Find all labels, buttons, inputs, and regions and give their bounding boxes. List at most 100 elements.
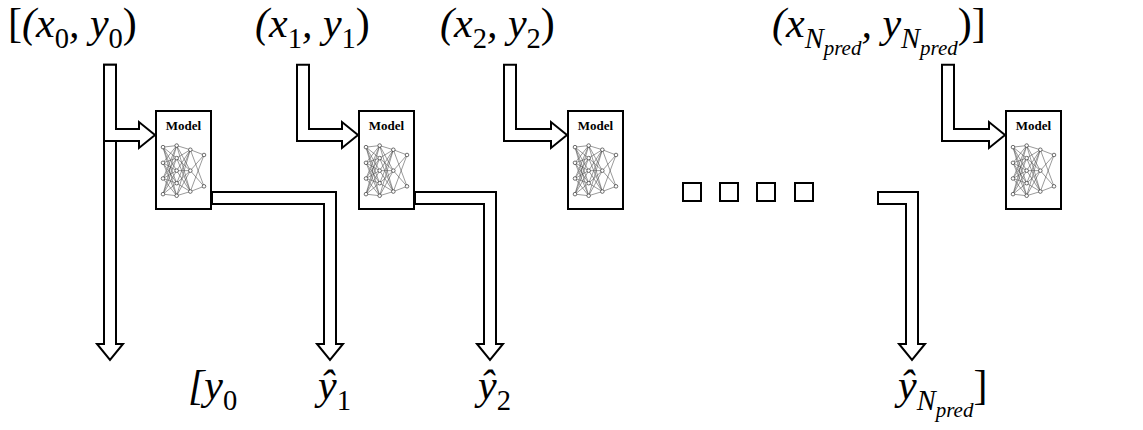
network-neuron (189, 148, 193, 152)
network-neuron (587, 156, 591, 160)
network-link (177, 183, 191, 191)
math-row: [(x0, y0) (8, 2, 137, 44)
network-neuron (378, 169, 382, 173)
model-label: Model (166, 112, 201, 133)
network-neuron (1039, 169, 1043, 173)
network-neuron (175, 144, 179, 148)
network-neuron (601, 148, 605, 152)
network-neuron (587, 144, 591, 148)
network-link (589, 150, 603, 196)
network-neuron (573, 192, 577, 196)
math-symbol: , y (302, 2, 342, 44)
network-neuron (1025, 181, 1029, 185)
network-neuron (378, 194, 382, 198)
network-neuron (1011, 161, 1015, 165)
math-row: (xNpred, yNpred)] (772, 2, 986, 44)
network-neuron (587, 169, 591, 173)
network-link (380, 150, 394, 183)
math-row: [y0 (188, 364, 237, 406)
network-link (380, 150, 394, 171)
network-neuron (1039, 190, 1043, 194)
network-neuron (378, 144, 382, 148)
network-link (163, 146, 177, 179)
math-symbol: , y (861, 2, 901, 44)
network-neuron (161, 192, 165, 196)
network-neuron (175, 156, 179, 160)
math-subscript: 0 (109, 25, 123, 54)
math-symbol: ŷ (318, 364, 337, 406)
network-link (1013, 146, 1027, 179)
network-neuron (161, 145, 165, 149)
network-link (366, 171, 380, 195)
network-link (589, 150, 603, 183)
network-link (366, 146, 380, 163)
model-box: Model (155, 110, 212, 210)
network-link (575, 163, 589, 196)
network-neuron (378, 181, 382, 185)
network-link (575, 158, 589, 194)
network-neuron (405, 153, 409, 157)
math-subscript: 2 (497, 387, 511, 416)
network-link (602, 155, 616, 171)
network-icon (364, 144, 409, 198)
math-row: (x2, y2) (440, 2, 555, 44)
math-subscript: 0 (223, 387, 237, 416)
network-link (163, 158, 177, 194)
network-link (177, 150, 191, 171)
network-link (366, 163, 380, 196)
network-neuron (1025, 194, 1029, 198)
network-link (190, 186, 204, 191)
math-symbol: , y (487, 2, 527, 44)
network-link (380, 183, 394, 191)
network-link (380, 146, 394, 192)
ellipsis (683, 183, 813, 201)
hollow-arrow (415, 192, 503, 360)
math-subscript: 1 (342, 25, 356, 54)
network-link (366, 158, 380, 194)
math-symbol: ŷ (478, 364, 497, 406)
network-link (177, 150, 191, 183)
network-neuron (601, 190, 605, 194)
math-subscript: pred (920, 38, 958, 59)
ellipsis-square (757, 183, 775, 201)
network-neuron (189, 190, 193, 194)
network-link (1013, 146, 1027, 195)
network-link (163, 163, 177, 196)
network-link (1027, 150, 1041, 171)
math-subscript: 2 (473, 25, 487, 54)
math-subscript: N (901, 25, 920, 54)
network-link (1013, 163, 1027, 196)
network-neuron (202, 185, 206, 189)
hollow-arrow (104, 65, 155, 148)
network-neuron (1011, 177, 1015, 181)
network-icon (573, 144, 618, 198)
network-neuron (175, 169, 179, 173)
network-neuron (364, 192, 368, 196)
network-link (163, 171, 177, 195)
network-link (602, 150, 616, 155)
network-icon (1011, 144, 1056, 198)
network-link (380, 150, 394, 196)
math-symbol: ) (356, 2, 370, 44)
network-link (393, 186, 407, 191)
model-box: Model (1005, 110, 1062, 210)
network-neuron (392, 148, 396, 152)
hollow-arrow (942, 65, 1005, 148)
math-subscript: N (917, 387, 936, 416)
network-link (190, 150, 204, 155)
model-label: Model (1016, 112, 1051, 133)
network-neuron (587, 194, 591, 198)
model-box: Model (567, 110, 624, 210)
network-link (1013, 146, 1027, 163)
network-link (393, 150, 407, 155)
network-neuron (364, 177, 368, 181)
network-link (589, 150, 603, 171)
math-symbol: ŷ (898, 364, 917, 406)
network-neuron (1039, 148, 1043, 152)
network-link (575, 146, 589, 179)
math-row: ŷ2 (478, 364, 511, 406)
math-symbol: , y (69, 2, 109, 44)
network-neuron (614, 185, 618, 189)
network-link (602, 186, 616, 191)
network-link (1040, 150, 1054, 155)
